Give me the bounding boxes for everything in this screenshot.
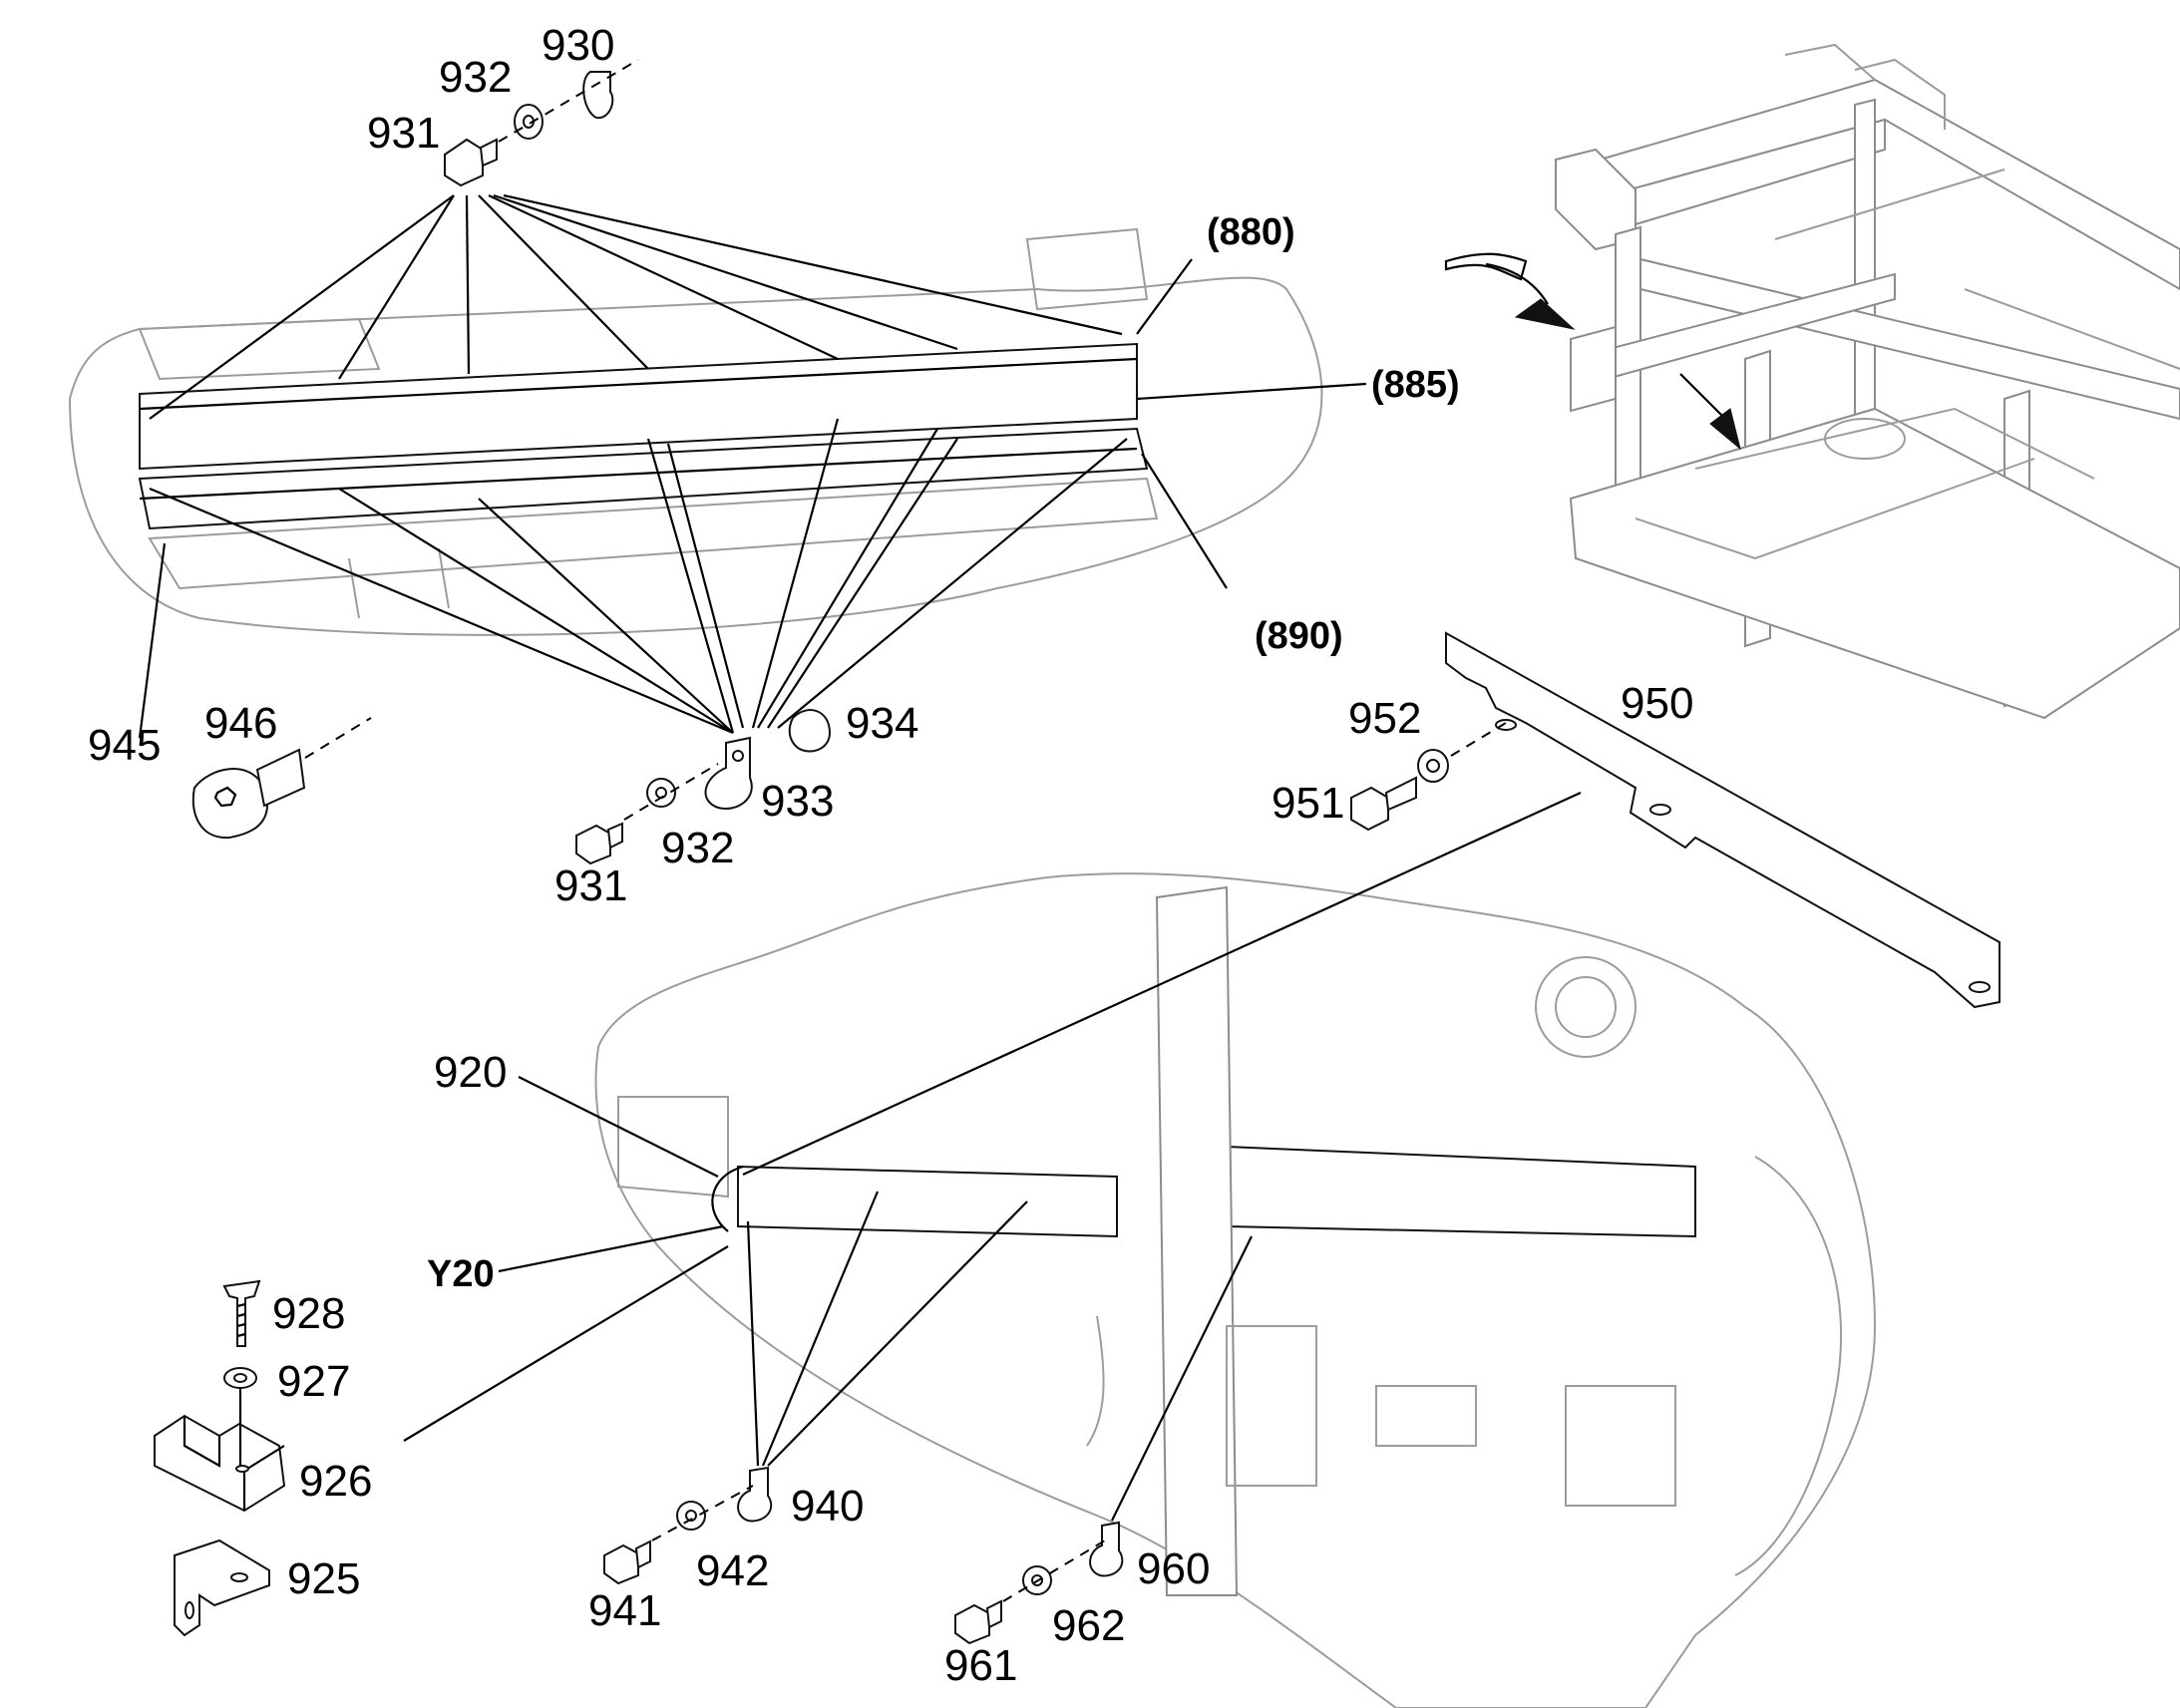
- callout-925: 925: [287, 1554, 360, 1603]
- machine-frame-illustration: [1444, 43, 2180, 720]
- callout-931-top: 931: [367, 109, 440, 158]
- screw-946-icon: [191, 768, 269, 840]
- loose-parts: [154, 59, 2000, 1645]
- screw-931-icon: [444, 138, 484, 187]
- screw-941-icon: [603, 1543, 639, 1585]
- callout-931-mid: 931: [554, 861, 627, 910]
- callout-945: 945: [88, 721, 161, 770]
- callout-Y20: Y20: [427, 1253, 495, 1295]
- callout-941: 941: [588, 1586, 661, 1635]
- callout-920: 920: [434, 1048, 507, 1097]
- callout-946: 946: [204, 699, 277, 748]
- callout-labels: 930 932 931 (880) (885) (890) 945 946 93…: [88, 21, 1693, 1690]
- screw-961-icon: [954, 1603, 990, 1645]
- clip-940-icon: [737, 1466, 773, 1523]
- screw-931-mid-icon: [575, 824, 611, 865]
- clip-934-icon: [788, 709, 832, 753]
- bracket-assembly-illustration: [68, 227, 1323, 636]
- bracket-925-icon: [174, 1538, 270, 1637]
- callout-928: 928: [272, 1289, 345, 1338]
- callout-926: 926: [299, 1457, 372, 1506]
- callout-890: (890): [1255, 615, 1343, 657]
- callout-960: 960: [1137, 1544, 1210, 1593]
- callout-934: 934: [846, 699, 918, 748]
- callout-927: 927: [277, 1357, 350, 1406]
- callout-962: 962: [1052, 1601, 1125, 1650]
- leader-lines: [138, 193, 1582, 1522]
- callout-933: 933: [761, 777, 834, 826]
- callout-880: (880): [1207, 211, 1295, 253]
- clip-960-icon: [1089, 1521, 1124, 1577]
- callout-950: 950: [1621, 679, 1693, 728]
- callout-932-top: 932: [439, 53, 512, 102]
- callout-885: (885): [1371, 364, 1460, 406]
- callout-930: 930: [542, 21, 614, 70]
- callout-942: 942: [696, 1546, 769, 1595]
- plate-950-icon: [1445, 631, 2000, 1009]
- callout-952: 952: [1348, 694, 1421, 743]
- engine-illustration: [594, 872, 1877, 1708]
- callout-961: 961: [944, 1641, 1017, 1690]
- callout-951: 951: [1272, 779, 1344, 828]
- clip-933-icon: [704, 736, 753, 810]
- callout-932-mid: 932: [661, 824, 734, 872]
- callout-940: 940: [791, 1482, 864, 1531]
- clip-930-icon: [582, 71, 614, 120]
- screw-951-icon: [1350, 786, 1389, 832]
- screw-928-icon: [222, 1279, 261, 1347]
